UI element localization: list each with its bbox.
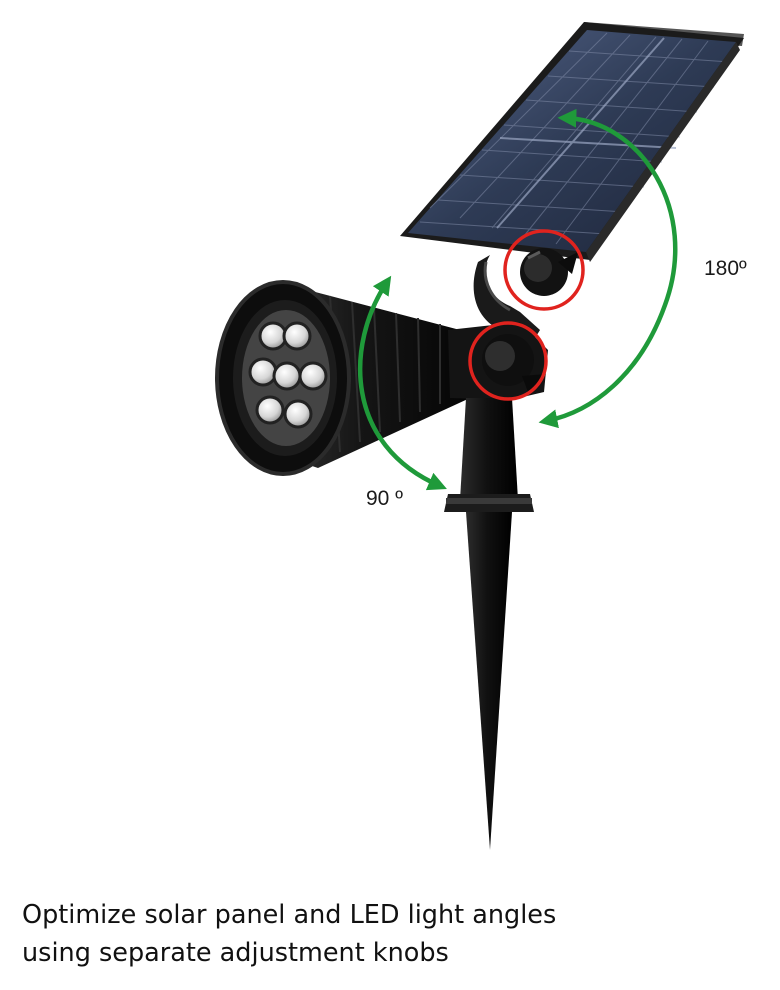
light-rotation-arrow [357, 275, 447, 491]
caption: Optimize solar panel and LED light angle… [22, 896, 762, 972]
caption-line-2: using separate adjustment knobs [22, 938, 449, 968]
solar-panel [400, 22, 744, 262]
ground-stake [444, 398, 534, 850]
light-angle-label: 90 º [366, 487, 403, 510]
panel-rotation-arrow [538, 108, 678, 429]
light-adjustment-knob [448, 322, 548, 400]
caption-line-1: Optimize solar panel and LED light angle… [22, 900, 557, 930]
led-array [248, 321, 328, 429]
spotlight-head [215, 280, 470, 476]
panel-bracket [473, 255, 540, 346]
solar-spotlight-illustration [215, 22, 744, 850]
panel-angle-label: 180º [704, 257, 747, 280]
